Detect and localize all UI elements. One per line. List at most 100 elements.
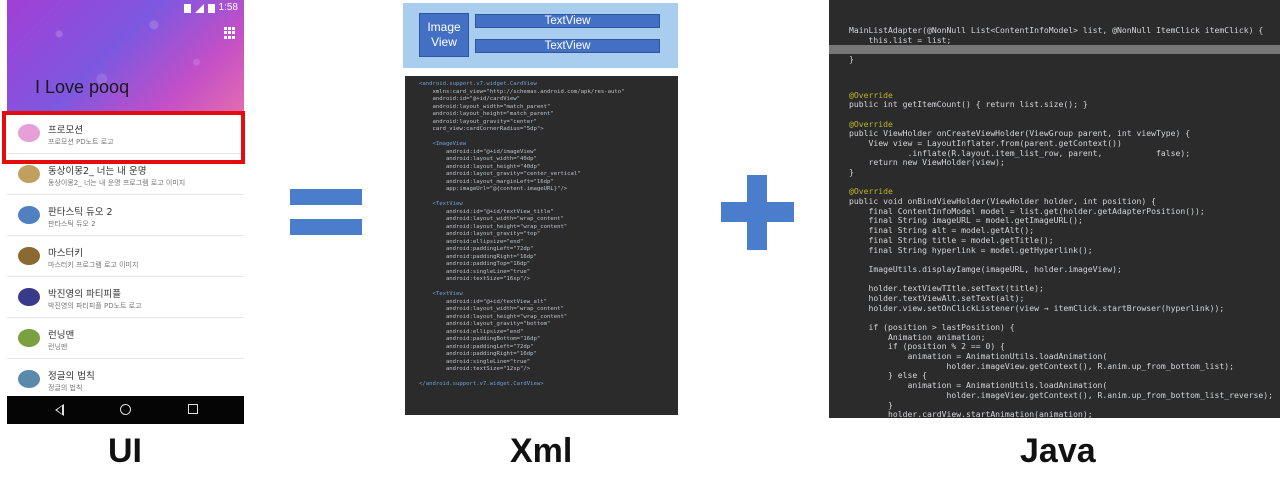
- grid-menu-icon[interactable]: [224, 27, 236, 39]
- code-line: android:layout_width="wrap_content": [419, 216, 564, 222]
- code-line: <android.support.v7.widget.CardView: [419, 81, 537, 87]
- list-item-title: 동상이몽2_ 너는 내 운명: [48, 166, 147, 177]
- list-item-subtitle: 런닝맨: [48, 343, 68, 351]
- list-item-title: 프로모션: [48, 125, 83, 136]
- code-line: android:paddingLeft="72dp": [419, 246, 534, 252]
- code-line: } else {: [849, 370, 927, 381]
- back-icon[interactable]: [55, 404, 64, 416]
- imageview-box: Image View: [419, 13, 469, 57]
- code-line: xmlns:card_view="http://schemas.android.…: [419, 88, 625, 95]
- program-logo-icon: [18, 329, 40, 347]
- code-line: this.list = list;: [849, 35, 952, 46]
- ui-label: UI: [108, 432, 142, 470]
- list-item-title: 박진영의 파티피플: [48, 289, 121, 300]
- highlighted-item-box: [2, 111, 245, 164]
- code-line: android:layout_gravity="top": [419, 231, 541, 237]
- code-line: [419, 374, 678, 382]
- code-line: if (position > lastPosition) {: [849, 322, 1015, 333]
- code-line: holder.imageView.getContext(), R.anim.up…: [849, 389, 1273, 400]
- code-line: <ImageView: [419, 141, 467, 147]
- code-line: android:textSize="16sp"/>: [419, 276, 531, 282]
- code-line: .inflate(R.layout.item_list_row, parent,…: [849, 147, 1191, 158]
- code-line: animation = AnimationUtils.loadAnimation…: [849, 380, 1108, 391]
- recents-icon[interactable]: [188, 404, 198, 414]
- code-line: View view = LayoutInflater.from(parent.g…: [849, 137, 1122, 148]
- sim-icon: [183, 3, 191, 13]
- code-line: Animation animation;: [849, 331, 986, 342]
- list-item-title: 판타스틱 듀오 2: [48, 207, 113, 218]
- plus-icon-vertical: [747, 175, 767, 250]
- code-line: [419, 194, 678, 202]
- code-line: android:id="@+id/imageView": [419, 148, 537, 155]
- code-line: android:singleLine="true": [419, 268, 531, 275]
- app-title: I Love pooq: [35, 77, 130, 97]
- code-line: holder.textViewTItle.setText(title);: [849, 283, 1044, 294]
- code-line: holder.view.setOnClickListener(view → it…: [849, 302, 1225, 313]
- code-line: android:layout_gravity="center_vertical": [419, 171, 581, 177]
- list-item-subtitle: 마스터키 프로그램 로고 이미지: [48, 261, 139, 269]
- code-line: android:id="@+id/textView_alt": [419, 298, 547, 305]
- code-line: holder.textViewAlt.setText(alt);: [849, 292, 1025, 303]
- code-line: public int getItemCount() { return list.…: [849, 99, 1088, 110]
- code-line: android:id="@+id/cardView": [419, 96, 521, 102]
- code-line: [419, 134, 678, 142]
- code-line: android:layout_gravity="bottom": [419, 321, 551, 327]
- code-line: final ContentInfoModel model = list.get(…: [849, 205, 1205, 216]
- signal-icon: [194, 3, 204, 13]
- code-line: if (position % 2 == 0) {: [849, 341, 1005, 352]
- java-label: Java: [1020, 432, 1096, 470]
- code-fold-separator: [829, 45, 1280, 54]
- list-item[interactable]: 판타스틱 듀오 2 판타스틱 듀오 2: [7, 195, 244, 236]
- code-line: card_view:cardCornerRadius="5dp">: [419, 126, 544, 132]
- equals-icon-top: [290, 189, 362, 205]
- code-line: return new ViewHolder(view);: [849, 157, 1005, 168]
- textview-title-box: TextView: [475, 14, 660, 28]
- code-line: android:paddingBottom="16dp": [419, 336, 541, 342]
- code-line: android:layout_height="wrap_content": [419, 223, 568, 230]
- list-item-subtitle: 판타스틱 듀오 2: [48, 220, 96, 228]
- code-line: android:paddingRight="16dp": [419, 253, 537, 260]
- program-logo-icon: [18, 206, 40, 224]
- textview-alt-box: TextView: [475, 39, 660, 53]
- program-logo-icon: [18, 124, 40, 142]
- code-line: MainListAdapter(@NonNull List<ContentInf…: [849, 25, 1264, 36]
- list-item-subtitle: 동상이몽2_ 너는 내 운명 프로그램 로고 이미지: [48, 179, 186, 187]
- cardview-layout-diagram: Image View TextView TextView: [403, 3, 678, 68]
- code-line: <TextView: [419, 291, 463, 297]
- battery-icon: [207, 3, 215, 13]
- program-logo-icon: [18, 247, 40, 265]
- code-line: <TextView: [419, 201, 463, 207]
- code-line: @Override: [849, 89, 893, 100]
- xml-code-pane: <android.support.v7.widget.CardView xmln…: [405, 76, 678, 415]
- equals-icon-bottom: [290, 219, 362, 235]
- home-icon[interactable]: [120, 404, 131, 415]
- app-header: 1:58 I Love pooq: [7, 0, 244, 113]
- code-line: public ViewHolder onCreateViewHolder(Vie…: [849, 128, 1191, 139]
- code-line: [849, 81, 1280, 91]
- code-line: final String title = model.getTitle();: [849, 234, 1054, 245]
- code-line: app:imageUrl="@{content.imageURL}"/>: [419, 186, 568, 192]
- code-line: android:layout_width="match_parent": [419, 103, 551, 110]
- code-line: [849, 65, 1280, 75]
- code-line: final String alt = model.getAlt();: [849, 225, 1035, 236]
- code-line: android:textSize="12sp"/>: [419, 366, 531, 372]
- code-line: android:layout_height="wrap_content": [419, 313, 568, 320]
- code-line: holder.imageView.getContext(), R.anim.up…: [849, 360, 1234, 371]
- java-code-pane: MainListAdapter(@NonNull List<ContentInf…: [829, 0, 1280, 418]
- code-line: @Override: [849, 186, 893, 197]
- code-line: android:layout_gravity="center": [419, 118, 537, 125]
- navigation-bar: [7, 396, 244, 424]
- code-line: [419, 284, 678, 292]
- code-line: [849, 178, 1280, 188]
- code-line: android:layout_marginLeft="16dp": [419, 178, 554, 185]
- program-logo-icon: [18, 288, 40, 306]
- code-line: final String hyperlink = model.getHyperl…: [849, 244, 1093, 255]
- code-line: android:singleLine="true": [419, 358, 531, 365]
- code-line: android:id="@+id/textView_title": [419, 208, 554, 215]
